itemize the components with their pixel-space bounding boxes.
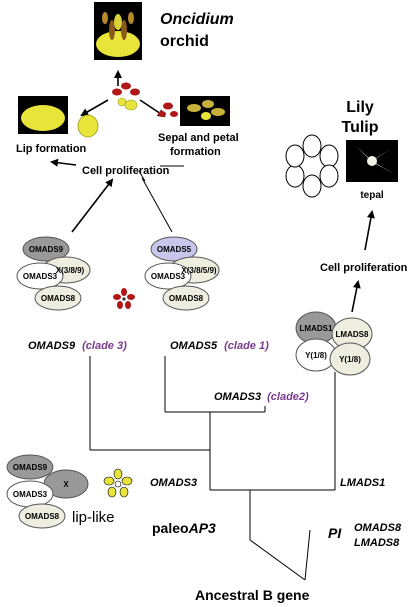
- omads5-complex: OMADS5 X(3/8/5/9) OMADS3 OMADS8: [144, 236, 220, 311]
- omads9-clade: (clade 3): [82, 340, 127, 352]
- lmads1-branch-label: LMADS1: [340, 477, 385, 489]
- pi-label: PI: [328, 525, 342, 541]
- lmads-complex-a: LMADS1: [300, 324, 333, 333]
- sepal-petal-icon: [158, 102, 178, 117]
- omads9-complex-a: OMADS9: [29, 245, 64, 254]
- lmads8-label: LMADS8: [354, 537, 400, 549]
- omads3-clade: (clade2): [267, 391, 309, 403]
- omads5-gene: OMADS5: [170, 340, 218, 352]
- omads8-label: OMADS8: [354, 522, 402, 534]
- arrow-lmads-to-cell: [351, 280, 361, 313]
- tepal-outline-icon: [285, 134, 339, 198]
- arrow-cell-to-lip: [50, 158, 77, 167]
- sepal-photo: [180, 96, 230, 126]
- phylogeny-tree: [89, 356, 336, 581]
- lmads-complex-b: LMADS8: [336, 330, 369, 339]
- root-label: Ancestral B gene: [195, 587, 310, 603]
- omads5-complex-c: OMADS3: [151, 272, 186, 281]
- omads5-clade: (clade 1): [224, 340, 269, 352]
- sepal-label-line2: formation: [170, 146, 221, 158]
- lip-photo: [18, 96, 68, 134]
- arrow-cell-to-tepal: [364, 210, 375, 251]
- inhibit-stem: [141, 177, 173, 233]
- omads5-complex-a: OMADS5: [157, 245, 192, 254]
- yellow-flower-icon: [103, 468, 133, 498]
- lily-photo: [346, 140, 398, 182]
- lmads-complex-c: Y(1/8): [305, 351, 327, 360]
- lily-title: Lily: [346, 99, 374, 116]
- lmads-complex-d: Y(1/8): [339, 355, 361, 364]
- species-suffix: orchid: [160, 33, 209, 50]
- liplike-complex-c: OMADS3: [13, 490, 48, 499]
- omads5-complex-d: OMADS8: [169, 294, 204, 303]
- sepal-label-line1: Sepal and petal: [158, 132, 239, 144]
- omads3-branch-label: OMADS3: [150, 477, 197, 489]
- arrow-omads9-to-cell: [71, 178, 114, 233]
- paleo-prefix: paleo: [152, 520, 189, 536]
- lip-formation-label: Lip formation: [16, 143, 87, 155]
- liplike-complex-a: OMADS9: [13, 463, 48, 472]
- cell-proliferation-right: Cell proliferation: [320, 262, 408, 274]
- liplike-complex-d: OMADS8: [25, 512, 60, 521]
- tulip-title: Tulip: [341, 119, 378, 136]
- omads9-complex-c: OMADS3: [23, 272, 58, 281]
- paleo-gene: AP3: [188, 520, 216, 536]
- omads9-complex: OMADS9 X(3/8/9) OMADS3 OMADS8: [16, 236, 91, 311]
- liplike-complex: OMADS9 X OMADS3 OMADS8: [6, 454, 89, 529]
- lmads-complex: LMADS1 LMADS8 Y(1/8) Y(1/8): [295, 311, 373, 376]
- omads5-complex-b: X(3/8/5/9): [181, 266, 216, 275]
- omads9-gene: OMADS9: [28, 340, 76, 352]
- paleo-ap3-label: paleoAP3: [152, 520, 216, 536]
- cell-proliferation-left: Cell proliferation: [82, 165, 170, 177]
- inhibit-bar: [138, 170, 146, 182]
- omads9-gene-label: OMADS9 (clade 3): [28, 340, 127, 352]
- lip-petal-icon: [77, 114, 99, 138]
- orchid-flower-icon: [112, 82, 140, 111]
- oncidium-flower-photo: [94, 2, 142, 60]
- liplike-complex-b: X: [63, 480, 69, 489]
- species-name: Oncidium: [160, 11, 234, 28]
- liplike-label: lip-like: [72, 509, 115, 526]
- omads5-gene-label: OMADS5 (clade 1): [170, 340, 269, 352]
- omads3-gene: OMADS3: [214, 391, 261, 403]
- arrow-to-lip: [80, 99, 109, 116]
- omads3-gene-label: OMADS3 (clade2): [214, 391, 309, 403]
- omads9-complex-d: OMADS8: [41, 294, 76, 303]
- tepal-label: tepal: [360, 190, 384, 201]
- red-flower-icon: [113, 288, 135, 309]
- omads9-complex-b: X(3/8/9): [56, 266, 85, 275]
